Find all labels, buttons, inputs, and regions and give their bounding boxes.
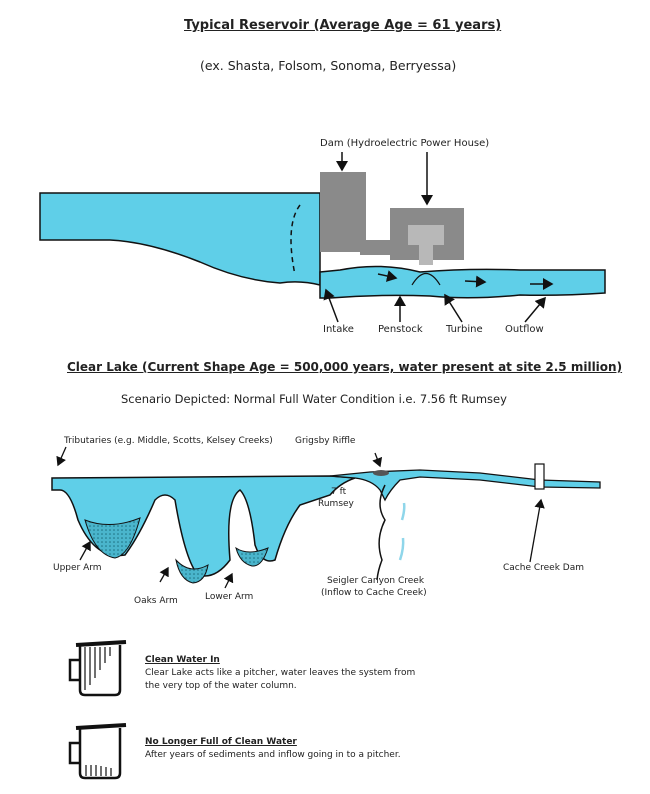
sediment-lower-arm — [235, 546, 269, 567]
cache-creek-dam-icon — [534, 463, 545, 490]
legend-line: the very top of the water column. — [145, 681, 297, 691]
label-cache-dam: Cache Creek Dam — [503, 563, 584, 573]
label-seigler-1: Seigler Canyon Creek — [327, 576, 425, 586]
clear-lake-title: Clear Lake (Current Shape Age = 500,000 … — [67, 360, 623, 374]
legend-line: Clear Lake acts like a pitcher, water le… — [145, 668, 416, 678]
turbine-icon — [408, 225, 444, 245]
label-rumsey-1: 7 ft — [331, 487, 347, 497]
pitcher-sediment-icon — [68, 723, 127, 780]
scenario-text: Scenario Depicted: Normal Full Water Con… — [121, 392, 507, 406]
reservoir-examples: (ex. Shasta, Folsom, Sonoma, Berryessa) — [200, 58, 457, 73]
legend-sediment: No Longer Full of Clean Water After year… — [145, 736, 401, 762]
label-lower-arm: Lower Arm — [205, 592, 254, 602]
reservoir-water — [39, 192, 321, 286]
sediment-upper-arm — [84, 517, 141, 559]
label-oaks-arm: Oaks Arm — [134, 596, 178, 606]
label-dam: Dam (Hydroelectric Power House) — [320, 138, 490, 149]
label-penstock: Penstock — [378, 324, 423, 335]
label-intake: Intake — [323, 324, 354, 335]
reservoir-title: Typical Reservoir (Average Age = 61 year… — [184, 18, 502, 33]
dam-icon — [320, 172, 366, 252]
legend-line: After years of sediments and inflow goin… — [145, 750, 401, 760]
legend-heading: Clean Water In — [145, 655, 220, 665]
grigsby-riffle — [373, 470, 389, 476]
label-grigsby: Grigsby Riffle — [295, 436, 356, 446]
label-rumsey-2: Rumsey — [318, 499, 354, 509]
legend-heading: No Longer Full of Clean Water — [145, 737, 297, 747]
sediment-oaks-arm — [175, 558, 209, 584]
label-upper-arm: Upper Arm — [53, 563, 102, 573]
label-turbine: Turbine — [446, 324, 483, 335]
label-tributaries: Tributaries (e.g. Middle, Scotts, Kelsey… — [64, 436, 273, 446]
label-outflow: Outflow — [505, 324, 544, 335]
river-water — [319, 265, 606, 299]
legend-clean-water: Clean Water In Clear Lake acts like a pi… — [145, 654, 415, 693]
cache-creek-water — [329, 469, 601, 502]
pitcher-full-icon — [68, 640, 127, 697]
label-seigler-2: (Inflow to Cache Creek) — [321, 588, 427, 598]
